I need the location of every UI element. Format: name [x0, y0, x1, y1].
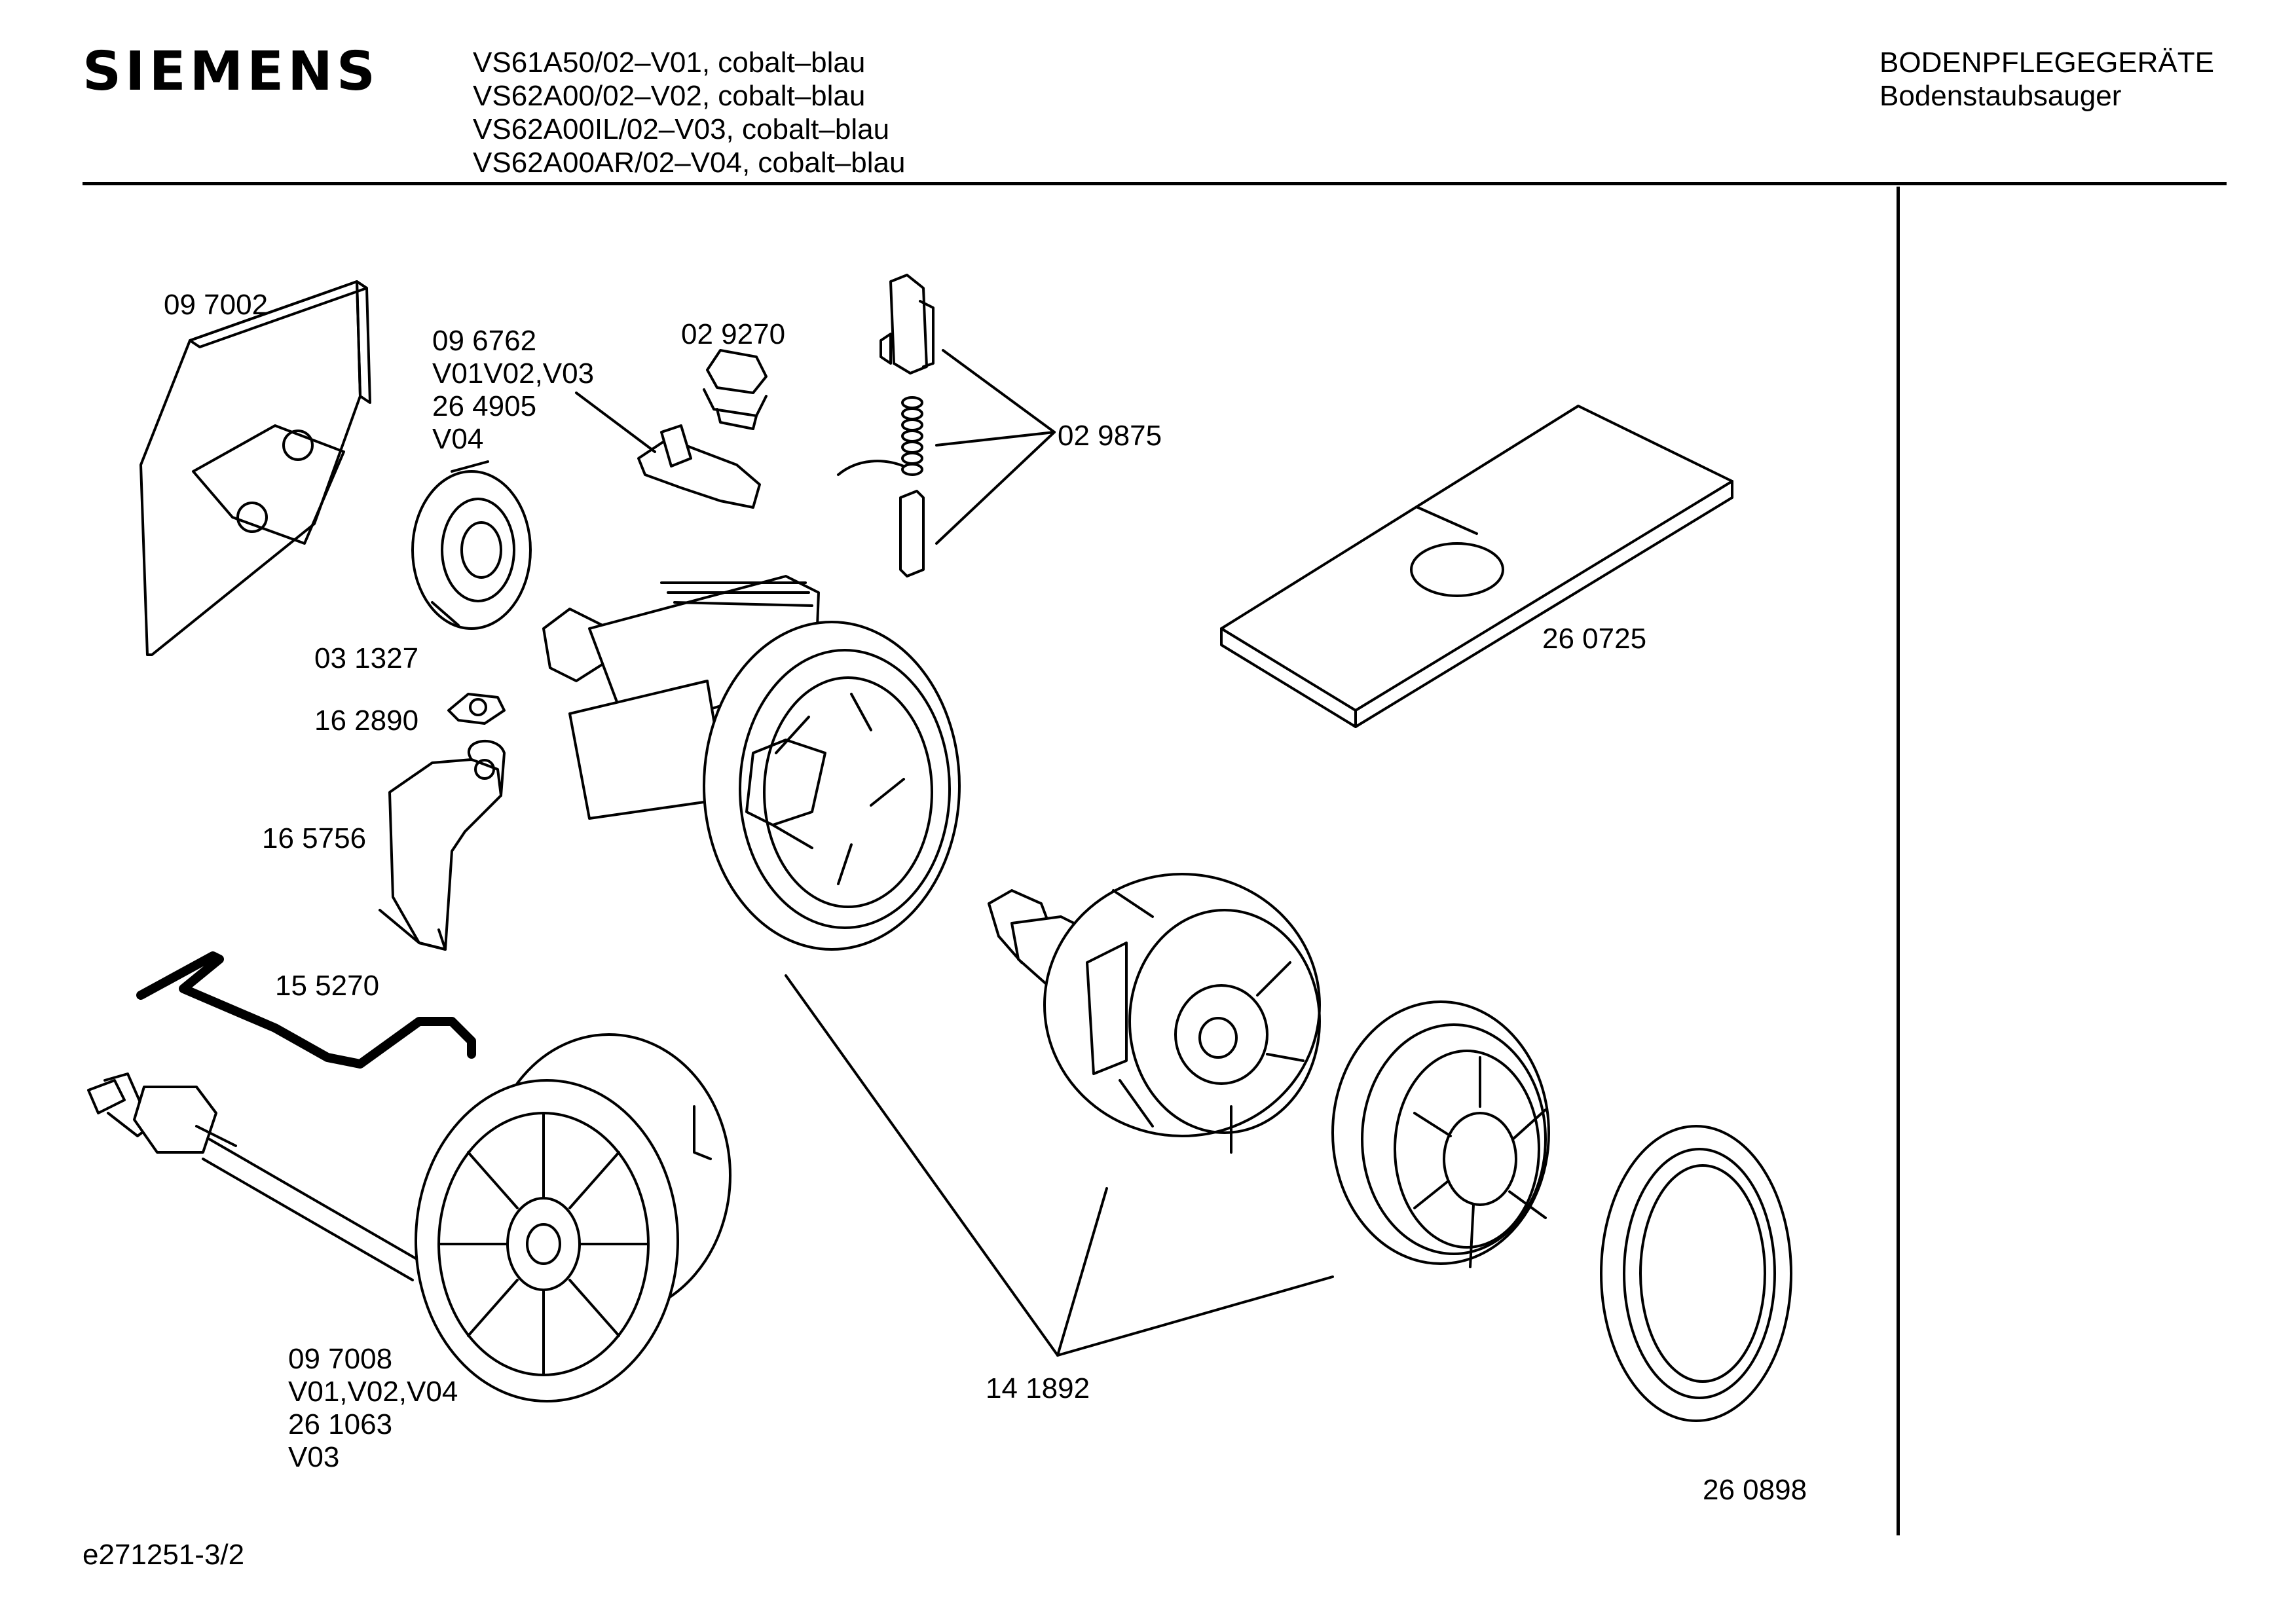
leader-lines-motor — [785, 974, 1334, 1357]
label-260898: 26 0898 — [1703, 1474, 1807, 1506]
part-small-clip — [447, 693, 506, 725]
part-carbon-brush-set — [837, 274, 1056, 577]
part-cable-reel — [87, 1033, 731, 1402]
label-029875: 02 9875 — [1058, 420, 1162, 452]
label-141892: 14 1892 — [986, 1372, 1090, 1404]
side-rule — [1897, 187, 1900, 1535]
label-096762: 09 6762 V01V02,V03 26 4905 V04 — [432, 325, 602, 455]
part-filter-pad — [1220, 405, 1733, 728]
part-switch-knob — [703, 349, 768, 430]
part-switch-contact — [575, 392, 761, 509]
part-wire-spring — [136, 951, 476, 1069]
label-155270: 15 5270 — [275, 970, 379, 1002]
label-097008-line: V03 — [288, 1441, 339, 1473]
model-list: VS61A50/02–V01, cobalt–blau VS62A00/02–V… — [473, 46, 906, 179]
part-motor-housing — [542, 575, 961, 951]
label-097002: 09 7002 — [164, 289, 268, 321]
part-armature-impeller — [988, 873, 1321, 1154]
part-cover-plate — [139, 280, 371, 656]
label-165756: 16 5756 — [262, 822, 366, 854]
label-029270: 02 9270 — [681, 318, 785, 350]
header-rule — [83, 182, 2227, 185]
category-subtitle: Bodenstaubsauger — [1879, 80, 2122, 112]
category-block: BODENPFLEGEGERÄTE Bodenstaubsauger — [1879, 46, 2214, 113]
label-162890: 16 2890 — [314, 705, 418, 737]
part-bearing-ring — [411, 460, 532, 630]
label-097008-line: 09 7008 — [288, 1343, 392, 1375]
label-096762-line: V01V02,V03 — [432, 357, 594, 390]
label-097008: 09 7008 V01,V02,V04 26 1063 V03 — [288, 1343, 466, 1473]
model-line: VS62A00IL/02–V03, cobalt–blau — [473, 113, 890, 145]
label-031327: 03 1327 — [314, 642, 418, 674]
label-096762-line: 26 4905 — [432, 390, 536, 422]
model-line: VS61A50/02–V01, cobalt–blau — [473, 46, 866, 79]
part-gasket-ring — [1600, 1125, 1792, 1422]
label-097008-line: 26 1063 — [288, 1408, 392, 1440]
label-096762-line: V04 — [432, 423, 483, 455]
label-260725: 26 0725 — [1542, 623, 1646, 655]
part-motor-cover — [1331, 1000, 1550, 1268]
category-title: BODENPFLEGEGERÄTE — [1879, 46, 2215, 79]
document-id: e271251-3/2 — [83, 1539, 245, 1571]
model-line: VS62A00AR/02–V04, cobalt–blau — [473, 147, 906, 179]
label-096762-line: 09 6762 — [432, 325, 536, 357]
part-bracket — [379, 739, 506, 951]
label-097008-line: V01,V02,V04 — [288, 1376, 458, 1408]
brand-logo: SIEMENS — [83, 41, 379, 103]
model-line: VS62A00/02–V02, cobalt–blau — [473, 80, 866, 112]
